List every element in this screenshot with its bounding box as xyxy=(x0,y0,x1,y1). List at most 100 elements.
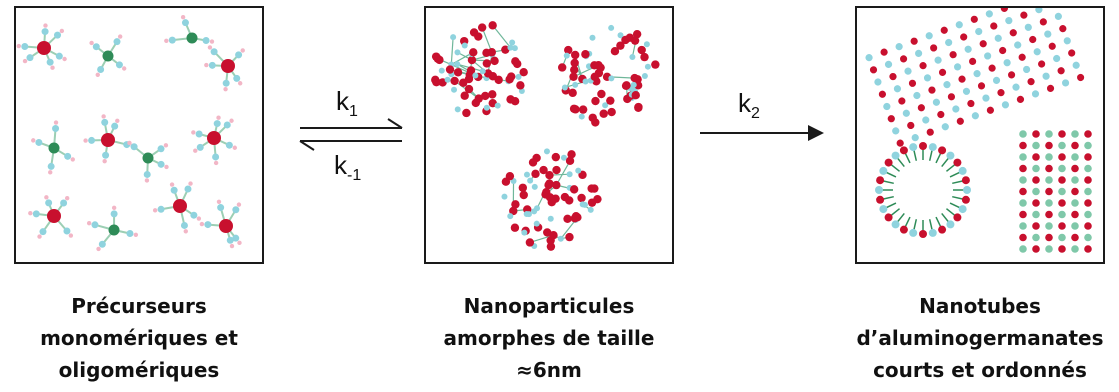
oxygen-atom xyxy=(41,28,49,36)
lattice-atom xyxy=(975,27,983,36)
hydrogen-atom xyxy=(223,86,228,92)
hydrogen-atom xyxy=(232,145,238,150)
aluminum-atom xyxy=(488,90,497,99)
lattice-atom xyxy=(1019,233,1027,242)
lattice-atom xyxy=(1071,164,1079,173)
aluminum-atom xyxy=(481,91,490,101)
ring-atom xyxy=(953,158,962,167)
lattice-atom xyxy=(1084,141,1092,150)
aluminum-atom xyxy=(516,81,525,90)
oxygen-atom xyxy=(450,34,457,41)
lattice-atom xyxy=(1032,187,1040,196)
ring-atom xyxy=(875,186,883,194)
lattice-atom xyxy=(1084,153,1092,161)
lattice-atom xyxy=(889,72,897,81)
rate-k-minus-1: k-1 xyxy=(334,150,362,184)
lattice-atom xyxy=(869,66,878,74)
ring-atom xyxy=(961,195,970,204)
aluminum-atom xyxy=(577,193,586,203)
aluminum-atom xyxy=(607,107,616,117)
ring-atom xyxy=(909,228,918,237)
germanium-atom xyxy=(108,224,120,236)
lattice-atom xyxy=(1032,222,1040,230)
precursors-caption: Précurseurs monomériques et oligomérique… xyxy=(0,290,304,386)
lattice-atom xyxy=(1072,61,1080,69)
ring-atom xyxy=(876,195,885,204)
lattice-atom xyxy=(1045,141,1053,150)
hydrogen-atom xyxy=(188,181,193,186)
lattice-atom xyxy=(1000,8,1008,12)
caption-line: Nanotubes xyxy=(919,294,1041,318)
aluminum-atom xyxy=(494,75,503,85)
oxygen-atom xyxy=(212,153,220,161)
lattice-atom xyxy=(1084,210,1092,219)
oxygen-atom xyxy=(608,75,615,82)
oxygen-atom xyxy=(515,73,522,80)
aluminum-atom xyxy=(221,59,235,73)
hydrogen-atom xyxy=(68,233,74,238)
caption-line: courts et ordonnés xyxy=(873,358,1087,382)
oxygen-atom xyxy=(91,221,99,229)
equilibrium-arrow xyxy=(299,118,403,151)
hydrogen-atom xyxy=(169,182,175,187)
lattice-atom xyxy=(895,43,903,51)
oxygen-atom xyxy=(55,52,63,60)
oxygen-atom xyxy=(509,39,516,46)
caption-line: d’aluminogermanates xyxy=(856,326,1104,350)
aluminum-atom xyxy=(640,52,649,62)
oxygen-atom xyxy=(60,199,68,207)
ring-atom xyxy=(928,143,937,152)
aluminum-atom xyxy=(546,242,556,251)
oxygen-atom xyxy=(578,113,585,120)
lattice-atom xyxy=(926,128,934,136)
ring-atom xyxy=(946,151,955,160)
hydrogen-atom xyxy=(83,138,88,143)
hydrogen-atom xyxy=(199,221,205,227)
lattice-atom xyxy=(1019,130,1027,138)
lattice-atom xyxy=(1071,187,1079,196)
aluminum-atom xyxy=(621,35,630,45)
oxygen-atom xyxy=(223,121,231,129)
oxygen-atom xyxy=(47,162,55,170)
lattice-atom xyxy=(1045,187,1053,196)
lattice-atom xyxy=(1038,60,1046,68)
nanoparticles-caption: Nanoparticules amorphes de taille ≈6nm xyxy=(384,290,714,386)
lattice-atom xyxy=(1032,245,1040,253)
aluminum-atom xyxy=(590,72,599,82)
aluminum-atom xyxy=(487,48,496,57)
oxygen-atom xyxy=(629,54,636,61)
aluminum-atom xyxy=(511,57,520,66)
aluminum-atom xyxy=(565,232,574,242)
lattice-atom xyxy=(1084,245,1092,253)
lattice-atom xyxy=(1045,245,1053,253)
lattice-atom xyxy=(1009,29,1017,37)
hydrogen-atom xyxy=(164,164,169,170)
lattice-atom xyxy=(884,60,893,68)
oxygen-atom xyxy=(582,78,589,85)
hydrogen-atom xyxy=(43,23,48,28)
lattice-atom xyxy=(907,121,915,130)
aluminum-atom xyxy=(565,156,575,166)
caption-line: Précurseurs xyxy=(71,294,207,318)
oxygen-atom xyxy=(454,61,461,68)
oxygen-atom xyxy=(190,211,198,219)
lattice-atom xyxy=(1018,53,1026,61)
lattice-atom xyxy=(956,117,964,125)
lattice-atom xyxy=(1058,176,1066,184)
hydrogen-atom xyxy=(183,229,188,234)
aluminum-atom xyxy=(622,81,631,90)
aluminum-atom xyxy=(467,55,477,65)
lattice-atom xyxy=(1071,199,1079,207)
hydrogen-atom xyxy=(209,39,215,44)
oxygen-atom xyxy=(641,73,648,80)
hydrogen-atom xyxy=(144,178,150,183)
oxygen-atom xyxy=(97,66,105,74)
lattice-atom xyxy=(937,110,945,119)
lattice-atom xyxy=(1032,210,1040,219)
lattice-atom xyxy=(1035,8,1043,14)
lattice-atom xyxy=(1003,59,1011,67)
oxygen-atom xyxy=(88,136,96,144)
lattice-atom xyxy=(984,52,992,60)
lattice-atom xyxy=(970,15,978,23)
ring-atom xyxy=(953,213,962,222)
